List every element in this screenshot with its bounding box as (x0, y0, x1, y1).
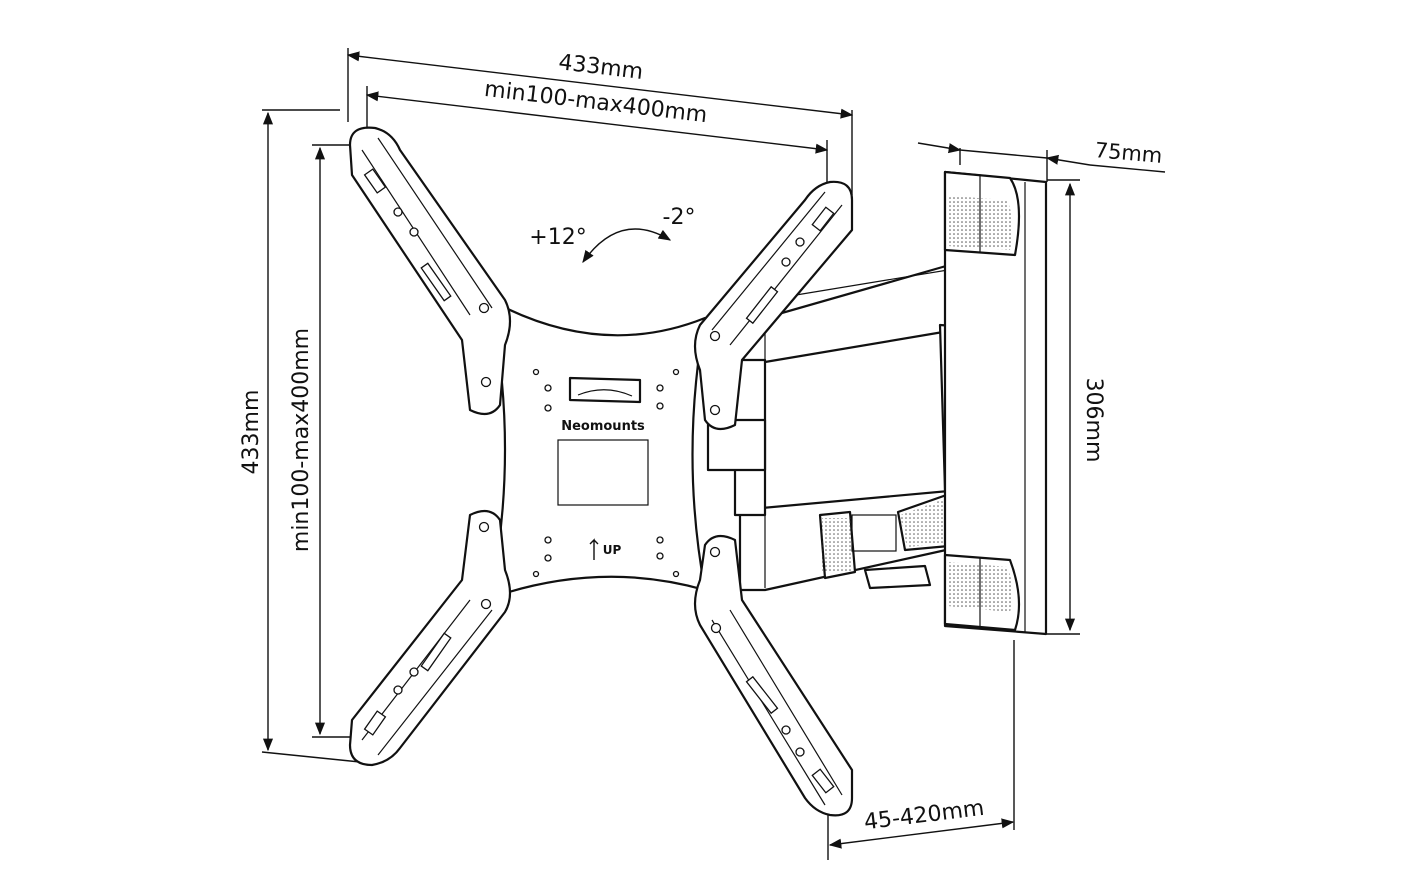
extension-label: 45-420mm (863, 796, 986, 836)
tilt-up-label: +12° (529, 225, 586, 250)
dimension-wall-plate-height: 306mm (1047, 179, 1106, 635)
dimension-extension: 45-420mm (827, 640, 1015, 860)
mounting-slots (363, 168, 835, 794)
wall-plate-height-label: 306mm (1081, 378, 1106, 463)
dimension-wall-plate-depth: 75mm (917, 138, 1166, 182)
screws (478, 302, 722, 634)
overall-height-label: 433mm (239, 390, 264, 475)
dimension-vesa-horizontal: min100-max400mm (365, 77, 829, 185)
tilt-indicator: +12° -2° (529, 205, 696, 264)
overall-width-label: 433mm (557, 50, 644, 85)
wall-plate-depth-label: 75mm (1094, 138, 1163, 168)
up-label: UP (603, 543, 622, 557)
wall-plate (943, 170, 1048, 636)
dimension-overall-width: 433mm (346, 48, 854, 195)
center-plate-details (532, 368, 680, 578)
vesa-bracket: Neomounts UP (348, 126, 854, 817)
dimension-overall-height: 433mm (239, 109, 361, 763)
vesa-vertical-label: min100-max400mm (289, 328, 314, 552)
tilt-down-label: -2° (663, 205, 696, 230)
dimension-vesa-vertical: min100-max400mm (289, 144, 356, 738)
brand-logo: Neomounts (561, 419, 645, 434)
